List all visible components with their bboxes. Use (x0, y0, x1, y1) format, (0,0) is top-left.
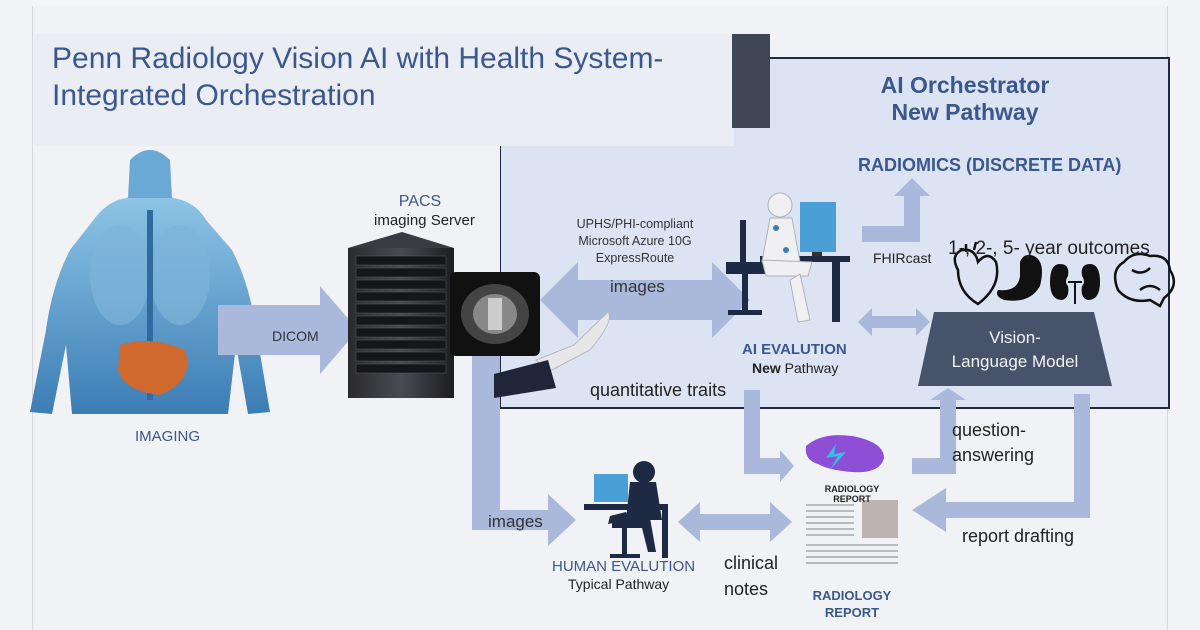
azure-label: UPHS/PHI-compliant Microsoft Azure 10G E… (560, 216, 710, 267)
orchestrator-title-line1: AI Orchestrator (880, 72, 1050, 98)
dicom-arrow (218, 286, 358, 374)
heart-icon (953, 241, 999, 306)
server-icon (348, 232, 454, 398)
question-line1: question- (952, 420, 1027, 440)
vlm-label: Vision- Language Model (924, 326, 1106, 374)
ai-robot-icon (726, 192, 850, 323)
kidneys-icon (1050, 264, 1100, 304)
imaging-label: IMAGING (135, 428, 201, 445)
torso-icon (30, 150, 270, 414)
robot-hand-icon (494, 311, 610, 398)
stomach-icon (996, 254, 1042, 301)
quantitative-arrow (744, 390, 794, 482)
report-text-lines (806, 500, 898, 564)
title-box (34, 34, 734, 146)
azure-line1: UPHS/PHI-compliant (576, 217, 694, 231)
ct-scan-icon (450, 272, 540, 356)
clinical-line2: notes (724, 579, 769, 599)
pacs-subtitle: imaging Server (374, 212, 475, 229)
ai-eval-sub-bold: New (752, 360, 781, 376)
fhircast-label: FHIRcast (873, 250, 932, 266)
human-report-arrow (678, 502, 792, 542)
title-accent-bar (732, 34, 770, 128)
question-answering-label: question- answering (952, 418, 1034, 468)
ai-eval-title: AI EVALUTION (742, 341, 847, 358)
images-top-label: images (610, 277, 665, 296)
radiomics-arrow (862, 178, 930, 242)
azure-line3: ExpressRoute (595, 251, 675, 265)
outcomes-label: 1-, 2-, 5- year outcomes (948, 238, 1150, 259)
orchestrator-title-line2: New Pathway (891, 99, 1039, 125)
clinical-notes-label: clinical notes (724, 550, 778, 602)
human-worker-icon (584, 461, 668, 558)
radiomics-label: RADIOMICS (DISCRETE DATA) (858, 155, 1122, 175)
report-caption-line2: REPORT (824, 605, 880, 620)
report-caption: RADIOLOGY REPORT (800, 587, 904, 621)
brain-icon (1113, 252, 1176, 308)
images-double-arrow (540, 262, 750, 338)
orchestrator-title: AI Orchestrator New Pathway (840, 72, 1090, 126)
human-eval-title: HUMAN EVALUTION (552, 558, 696, 575)
report-header: RADIOLOGY REPORT (824, 484, 880, 504)
ai-eval-subtitle: New Pathway (752, 360, 838, 376)
question-line2: answering (952, 445, 1035, 465)
quantitative-label: quantitative traits (590, 380, 727, 400)
vlm-line2: Language Model (951, 352, 1079, 371)
vlm-box (918, 312, 1112, 386)
clinical-line1: clinical (724, 553, 779, 573)
page-title: Penn Radiology Vision AI with Health Sys… (52, 42, 664, 112)
report-caption-line1: RADIOLOGY (812, 588, 892, 603)
question-arrow (912, 388, 966, 474)
report-drafting-label: report drafting (962, 526, 1075, 546)
vlm-line1: Vision- (989, 328, 1041, 347)
human-eval-subtitle: Typical Pathway (568, 576, 670, 592)
azure-line2: Microsoft Azure 10G (578, 234, 692, 248)
report-drafting-arrow (912, 394, 1090, 532)
report-logo-icon (805, 435, 884, 473)
ai-eval-sub-rest: Pathway (780, 360, 839, 376)
dicom-label: DICOM (272, 328, 319, 344)
pacs-title: PACS (398, 193, 442, 210)
images-down-arrow (472, 356, 576, 546)
robot-vlm-arrow (858, 308, 930, 336)
images-bottom-label: images (488, 512, 543, 531)
